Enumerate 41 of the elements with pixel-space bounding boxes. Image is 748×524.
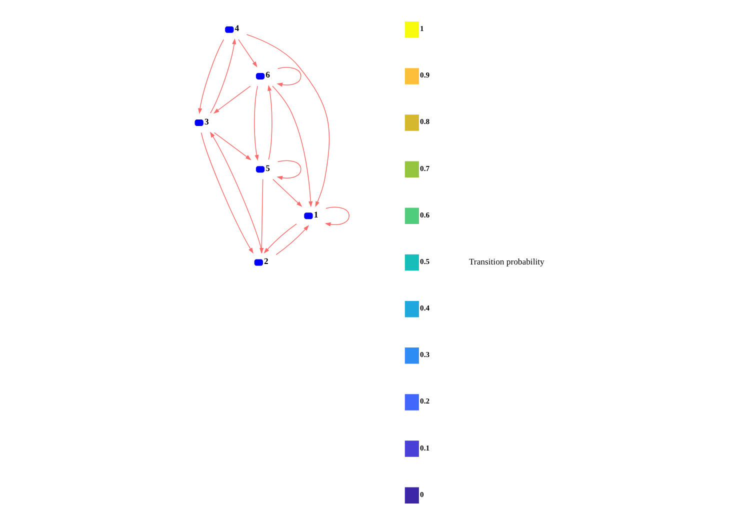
node-label: 2	[264, 256, 268, 266]
label: 0.9	[420, 70, 430, 80]
label: 0.8	[420, 116, 430, 126]
node-box	[254, 258, 263, 266]
arrow	[200, 132, 254, 254]
label: 0.4	[420, 303, 430, 312]
arrow	[210, 38, 236, 113]
arrow	[324, 206, 350, 226]
arrow	[276, 224, 310, 255]
arrow	[272, 85, 313, 207]
label: 0.5	[420, 256, 430, 266]
node-box	[194, 119, 204, 126]
node-label: 5	[266, 162, 270, 172]
label: 0.6	[420, 210, 430, 219]
node-box	[256, 166, 265, 172]
arrow	[254, 85, 259, 160]
arrow	[272, 178, 302, 206]
label: Transition probability	[468, 256, 544, 266]
arrow	[210, 131, 262, 253]
node-box	[225, 26, 234, 32]
label: 0	[420, 489, 424, 498]
arrow	[198, 38, 224, 114]
arrow	[276, 66, 302, 86]
arrow	[246, 34, 330, 207]
label: 0.7	[420, 163, 430, 172]
node-label: 6	[266, 69, 270, 80]
node-label: 3	[204, 116, 209, 126]
node-box	[304, 212, 313, 219]
arrow	[276, 160, 302, 180]
label: 1	[420, 24, 424, 33]
arrow	[264, 223, 297, 254]
label: 0.3	[420, 350, 430, 359]
arrow	[268, 84, 272, 160]
arrow	[214, 132, 252, 160]
label: 0.2	[420, 396, 430, 406]
node-label: 1	[314, 208, 318, 219]
node-box	[256, 72, 265, 79]
arrow	[213, 85, 251, 114]
node-label: 4	[234, 22, 240, 33]
label: 0.1	[420, 442, 430, 452]
arrow	[238, 38, 258, 67]
